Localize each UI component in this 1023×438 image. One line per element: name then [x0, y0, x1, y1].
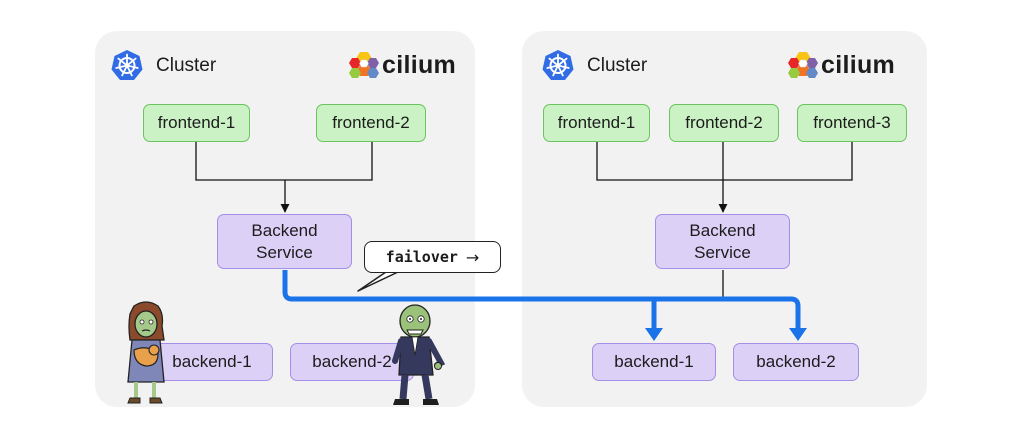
zombie-woman-icon — [127, 301, 165, 404]
right-backend-service: Backend Service — [655, 214, 790, 269]
right-arrow-icon: → — [465, 247, 480, 267]
cilium-hexagon-icon — [349, 52, 379, 78]
failover-arrowhead-2 — [789, 328, 807, 341]
left-backend-1: backend-1 — [151, 343, 273, 381]
right-backend-1: backend-1 — [592, 343, 716, 381]
cilium-brand-text-right: cilium — [821, 51, 896, 79]
left-backend-service: Backend Service — [217, 214, 352, 269]
cluster-label-right: Cluster — [587, 55, 648, 76]
right-frontend-1: frontend-1 — [543, 104, 650, 142]
right-frontend-2: frontend-2 — [669, 104, 779, 142]
cilium-logo-right: cilium — [788, 51, 895, 79]
failover-arrowhead-1 — [645, 328, 663, 341]
zombie-man-icon — [392, 304, 446, 405]
cilium-brand-text-left: cilium — [382, 51, 457, 79]
kubernetes-icon — [542, 50, 574, 80]
right-frontend-connector — [596, 142, 853, 181]
failover-callout: failover → — [364, 241, 501, 273]
left-frontend-1: frontend-1 — [143, 104, 250, 142]
cilium-logo-left: cilium — [349, 51, 456, 79]
right-backend-2: backend-2 — [733, 343, 859, 381]
failover-path — [282, 270, 801, 330]
failover-callout-tail — [357, 271, 399, 292]
left-frontend-2: frontend-2 — [316, 104, 426, 142]
right-frontend-3: frontend-3 — [797, 104, 907, 142]
cluster-label-left: Cluster — [156, 55, 217, 76]
failover-label: failover — [385, 248, 458, 266]
cilium-hexagon-icon — [788, 52, 818, 78]
kubernetes-icon — [111, 50, 143, 80]
left-frontend-connector — [195, 142, 373, 181]
